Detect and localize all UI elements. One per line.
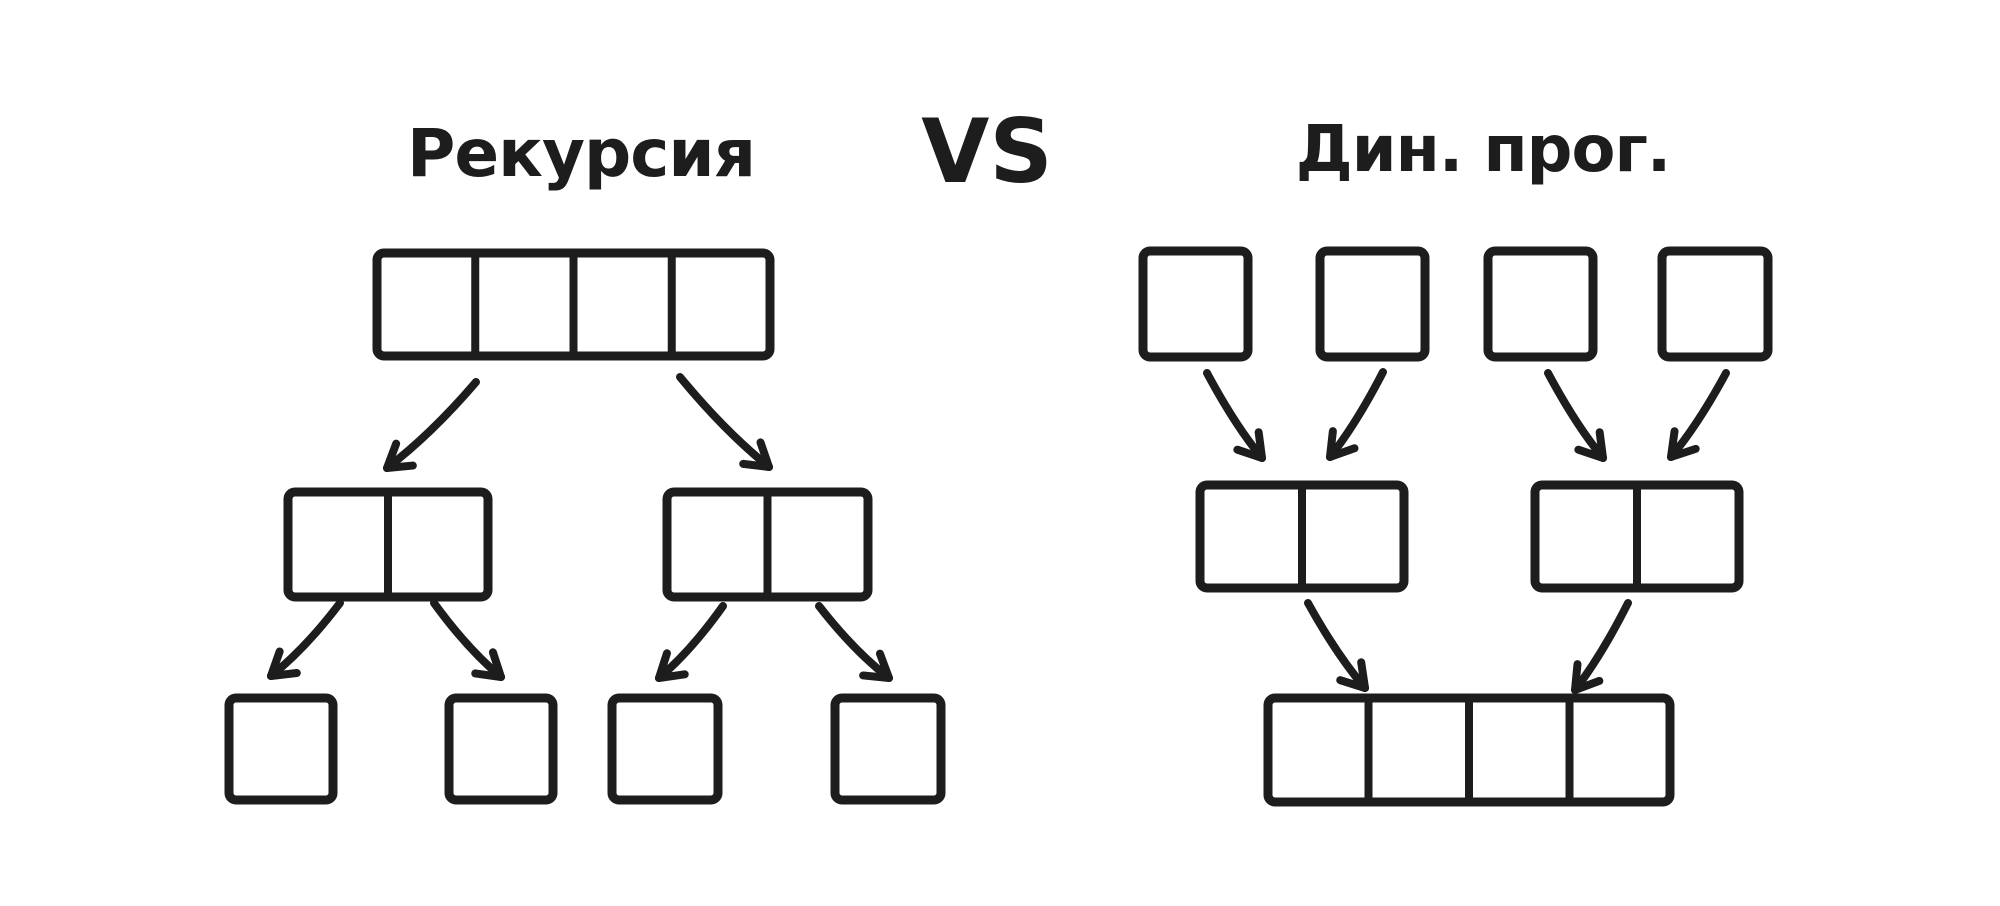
- dynamic-programming-cell-2: [1315, 246, 1430, 362]
- recursion-arrow-1: [383, 378, 480, 472]
- dynamic-programming-cell-4: [1657, 246, 1773, 362]
- dynamic-programming-arrow-5: [1304, 599, 1369, 692]
- recursion-cell-3: [607, 693, 723, 805]
- recursion-arrow-3: [267, 599, 344, 680]
- dynamic-programming-cell-3: [1483, 246, 1598, 362]
- recursion-cell-1: [224, 693, 338, 805]
- versus-label: VS: [921, 100, 1053, 203]
- recursion-array-2-right: [662, 487, 873, 602]
- dynamic-programming-array-2-left: [1195, 480, 1409, 593]
- dynamic-programming-arrow-6: [1571, 599, 1632, 694]
- dynamic-programming-arrow-2: [1326, 368, 1387, 461]
- recursion-arrow-5: [655, 602, 727, 682]
- right-panel-title: Дин. прог.: [1295, 113, 1671, 187]
- dynamic-programming-cell-1: [1138, 246, 1253, 362]
- recursion-arrow-6: [815, 602, 893, 682]
- recursion-arrow-2: [676, 373, 773, 471]
- dynamic-programming-array-4: [1263, 693, 1675, 807]
- dynamic-programming-array-2-right: [1530, 480, 1744, 593]
- recursion-arrow-4: [430, 599, 505, 681]
- recursion-array-2-left: [283, 487, 493, 602]
- recursion-cell-4: [830, 693, 946, 805]
- dynamic-programming-arrow-4: [1667, 369, 1730, 461]
- recursion-cell-2: [444, 693, 558, 805]
- dynamic-programming-arrow-1: [1203, 369, 1266, 462]
- recursion-array-4: [372, 248, 775, 361]
- dynamic-programming-arrow-3: [1544, 369, 1607, 462]
- left-panel-title: Рекурсия: [407, 115, 756, 192]
